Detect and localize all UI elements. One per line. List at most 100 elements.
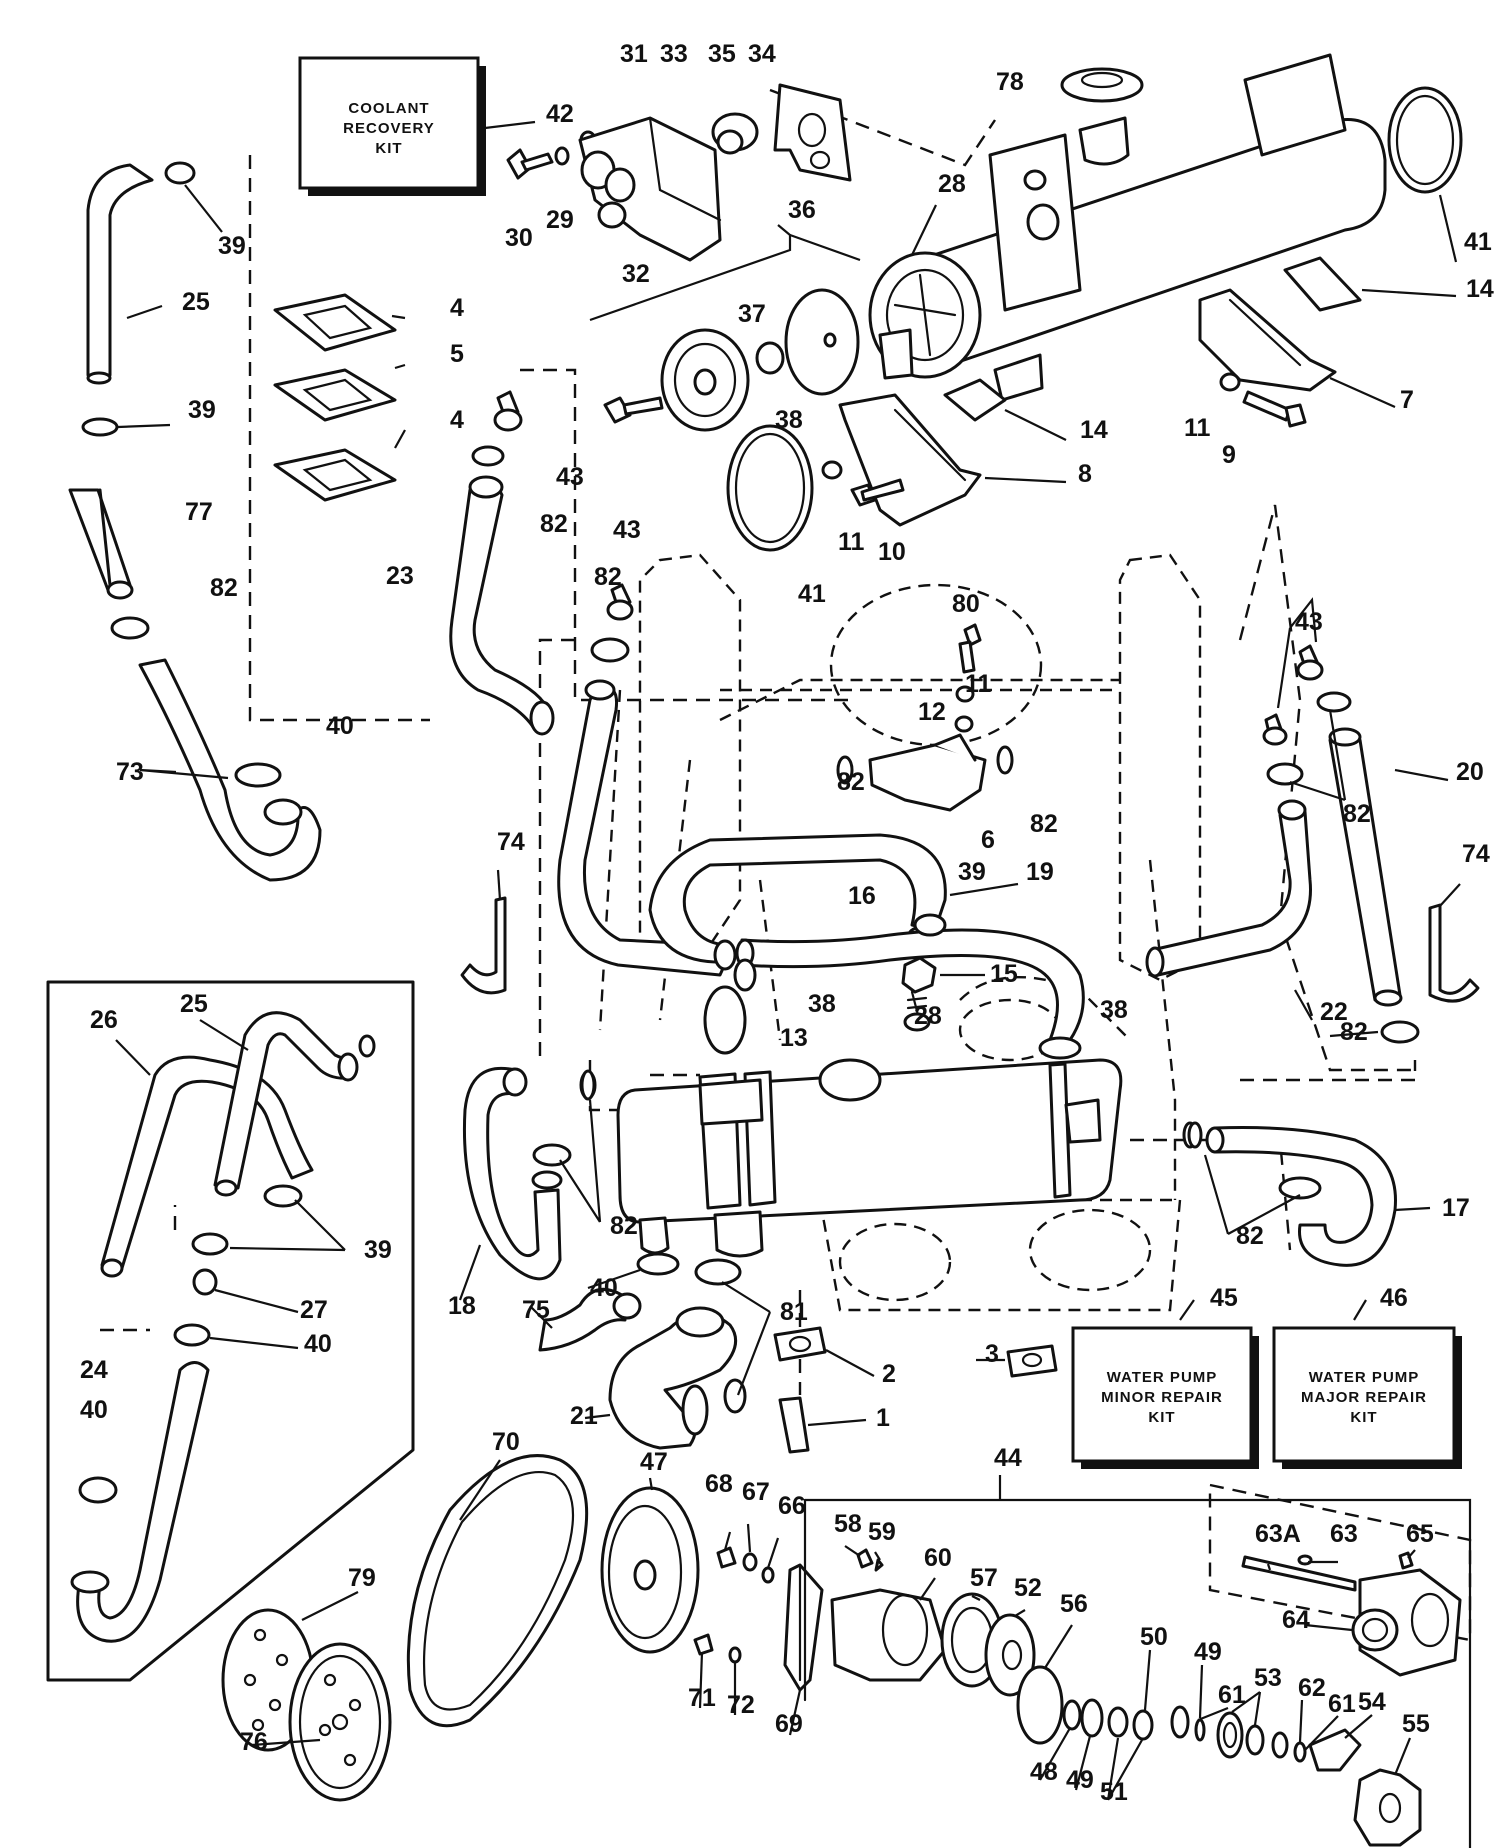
callout-17: 17 bbox=[1442, 1194, 1470, 1222]
callout-43: 43 bbox=[613, 516, 641, 544]
callout-47: 47 bbox=[640, 1448, 668, 1476]
callout-82: 82 bbox=[1343, 800, 1371, 828]
callout-68: 68 bbox=[705, 1470, 733, 1498]
callout-58: 58 bbox=[834, 1510, 862, 1538]
callout-51: 51 bbox=[1100, 1778, 1128, 1806]
callout-82: 82 bbox=[1340, 1018, 1368, 1046]
callout-73: 73 bbox=[116, 758, 144, 786]
bracket-7 bbox=[1198, 256, 1362, 428]
callout-11: 11 bbox=[1184, 414, 1211, 442]
callout-14: 14 bbox=[1080, 416, 1108, 444]
callout-80: 80 bbox=[952, 590, 980, 618]
callout-60: 60 bbox=[924, 1544, 952, 1572]
callout-76: 76 bbox=[240, 1728, 268, 1756]
callout-40: 40 bbox=[590, 1274, 618, 1302]
callout-65: 65 bbox=[1406, 1520, 1434, 1548]
callout-19: 19 bbox=[1026, 858, 1054, 886]
callout-28: 28 bbox=[914, 1002, 942, 1030]
hose-17 bbox=[1182, 1121, 1397, 1267]
callout-66: 66 bbox=[778, 1492, 806, 1520]
callout-79: 79 bbox=[348, 1564, 376, 1592]
hose-18 bbox=[462, 1066, 597, 1281]
callout-39: 39 bbox=[188, 396, 216, 424]
hose-clamp-41-left bbox=[726, 424, 814, 552]
callout-56: 56 bbox=[1060, 1590, 1088, 1618]
hose-73 bbox=[138, 658, 322, 882]
pump-seals-bearings bbox=[1062, 1698, 1422, 1847]
pressure-cap-78 bbox=[1060, 67, 1144, 103]
callout-61: 61 bbox=[1328, 1690, 1356, 1718]
coolant-recovery-kit-box: COOLANT RECOVERY KIT bbox=[298, 56, 486, 196]
callout-82: 82 bbox=[1236, 1222, 1264, 1250]
callout-74: 74 bbox=[497, 828, 525, 856]
minor-kit-line-1: WATER PUMP bbox=[1107, 1369, 1218, 1386]
major-kit-line-1: WATER PUMP bbox=[1309, 1369, 1420, 1386]
hose-23 bbox=[449, 475, 630, 736]
heat-exchanger-28-lower bbox=[616, 1058, 1123, 1258]
minor-kit-line-2: MINOR REPAIR bbox=[1101, 1389, 1223, 1406]
minor-kit-line-3: KIT bbox=[1148, 1409, 1175, 1426]
gaskets-4-5 bbox=[273, 293, 397, 502]
callout-22: 22 bbox=[1320, 998, 1348, 1026]
hose-clamps-13-38 bbox=[703, 958, 757, 1055]
hose-clamps-82-center bbox=[580, 1069, 1203, 1149]
major-kit-line-2: MAJOR REPAIR bbox=[1301, 1389, 1427, 1406]
callout-9: 9 bbox=[1222, 441, 1236, 469]
callout-40: 40 bbox=[304, 1330, 332, 1358]
callout-82: 82 bbox=[540, 510, 568, 538]
callout-25: 25 bbox=[180, 990, 208, 1018]
callout-38: 38 bbox=[808, 990, 836, 1018]
callout-70: 70 bbox=[492, 1428, 520, 1456]
callout-41: 41 bbox=[1464, 228, 1492, 256]
callout-49: 49 bbox=[1194, 1638, 1222, 1666]
callout-36: 36 bbox=[788, 196, 816, 224]
water-pump-major-repair-kit-box: WATER PUMP MAJOR REPAIR KIT bbox=[1272, 1326, 1462, 1469]
callout-7: 7 bbox=[1400, 386, 1414, 414]
callout-11: 11 bbox=[838, 528, 865, 556]
callout-63: 63 bbox=[1330, 1520, 1358, 1548]
callout-37: 37 bbox=[738, 300, 766, 328]
callout-23: 23 bbox=[386, 562, 414, 590]
coolant-recovery-kit-line-2: RECOVERY bbox=[343, 120, 435, 137]
lower-hoses-75-21 bbox=[538, 1252, 747, 1450]
callout-34: 34 bbox=[748, 40, 776, 68]
callout-14: 14 bbox=[1466, 275, 1494, 303]
callout-82: 82 bbox=[594, 563, 622, 591]
pulley-76 bbox=[288, 1642, 392, 1802]
callout-59: 59 bbox=[868, 1518, 896, 1546]
callout-4: 4 bbox=[450, 406, 464, 434]
callout-40: 40 bbox=[80, 1396, 108, 1424]
callout-45: 45 bbox=[1210, 1284, 1238, 1312]
callout-33: 33 bbox=[660, 40, 688, 68]
callout-81: 81 bbox=[780, 1298, 808, 1326]
callout-82: 82 bbox=[1030, 810, 1058, 838]
callout-52: 52 bbox=[1014, 1574, 1042, 1602]
callout-57: 57 bbox=[970, 1564, 998, 1592]
pump-housing-60-and-plates bbox=[830, 1548, 1064, 1745]
hose-22 bbox=[1145, 762, 1312, 978]
callout-18: 18 bbox=[448, 1292, 476, 1320]
callout-32: 32 bbox=[622, 260, 650, 288]
callout-2: 2 bbox=[882, 1360, 896, 1388]
callout-42: 42 bbox=[546, 100, 574, 128]
callout-1: 1 bbox=[876, 1404, 890, 1432]
callout-25: 25 bbox=[182, 288, 210, 316]
callout-5: 5 bbox=[450, 340, 464, 368]
callout-38: 38 bbox=[1100, 996, 1128, 1024]
callout-50: 50 bbox=[1140, 1623, 1168, 1651]
callout-35: 35 bbox=[708, 40, 736, 68]
major-kit-line-3: KIT bbox=[1350, 1409, 1377, 1426]
pump-bracket-69 bbox=[693, 1546, 824, 1692]
hose-77 bbox=[68, 488, 150, 640]
callout-28: 28 bbox=[938, 170, 966, 198]
water-pump-assembly-44-frame bbox=[803, 1498, 1472, 1848]
sensor-15 bbox=[901, 956, 937, 1032]
callout-64: 64 bbox=[1282, 1606, 1310, 1634]
callout-3: 3 bbox=[985, 1340, 999, 1368]
callout-48: 48 bbox=[1030, 1758, 1058, 1786]
housing-6-and-fasteners bbox=[836, 623, 1014, 812]
callout-13: 13 bbox=[780, 1024, 808, 1052]
callout-46: 46 bbox=[1380, 1284, 1408, 1312]
